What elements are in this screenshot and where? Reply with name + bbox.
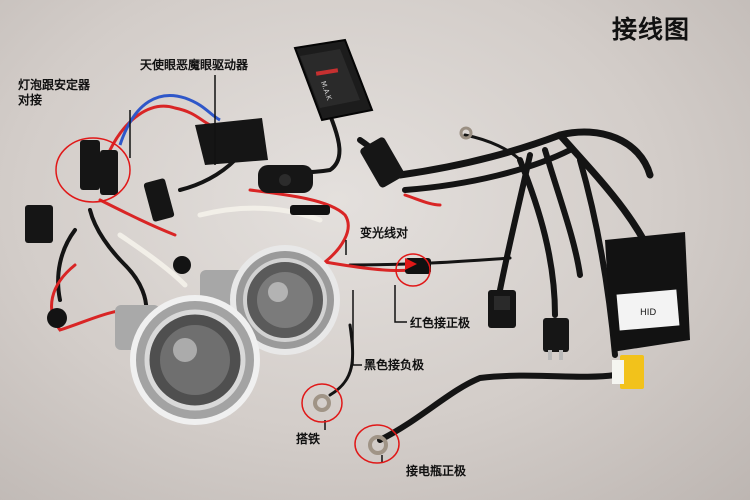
relay-label-text: HID <box>640 308 656 318</box>
relay-box: HID <box>605 232 690 352</box>
callout-circle-ground <box>301 383 343 423</box>
callout-circle-dimmer <box>395 253 431 287</box>
label-bulb-ballast-line1: 灯泡跟安定器 <box>18 78 91 92</box>
annotation-lines <box>129 75 407 462</box>
callout-circles <box>55 137 431 464</box>
label-bulb-ballast-line2: 对接 <box>18 93 43 107</box>
label-ground: 搭铁 <box>296 432 321 446</box>
black-wires <box>56 113 664 443</box>
label-black-negative: 黑色接负极 <box>364 358 425 372</box>
label-angel-eye-driver: 天使眼恶魔眼驱动器 <box>140 58 249 72</box>
ballast-unit: M.A.K <box>293 38 374 122</box>
callout-circle-battery <box>354 424 400 464</box>
arrow-marker <box>405 258 417 270</box>
label-dimmer-connect: 变光线对 <box>360 226 409 240</box>
projector-lens-rear <box>200 245 340 355</box>
callout-circle-bulb <box>55 137 131 203</box>
connectors <box>25 126 644 455</box>
blue-wire <box>118 94 221 146</box>
red-wires <box>50 104 442 332</box>
diagram-title: 接线图 <box>612 15 691 44</box>
label-battery-positive: 接电瓶正极 <box>406 464 467 478</box>
white-wires <box>117 205 323 288</box>
label-bulb-ballast: 灯泡跟安定器 对接 <box>18 78 90 108</box>
angel-eye-driver <box>195 118 313 193</box>
projector-lens-front <box>115 295 260 425</box>
label-red-positive: 红色接正极 <box>410 316 471 330</box>
